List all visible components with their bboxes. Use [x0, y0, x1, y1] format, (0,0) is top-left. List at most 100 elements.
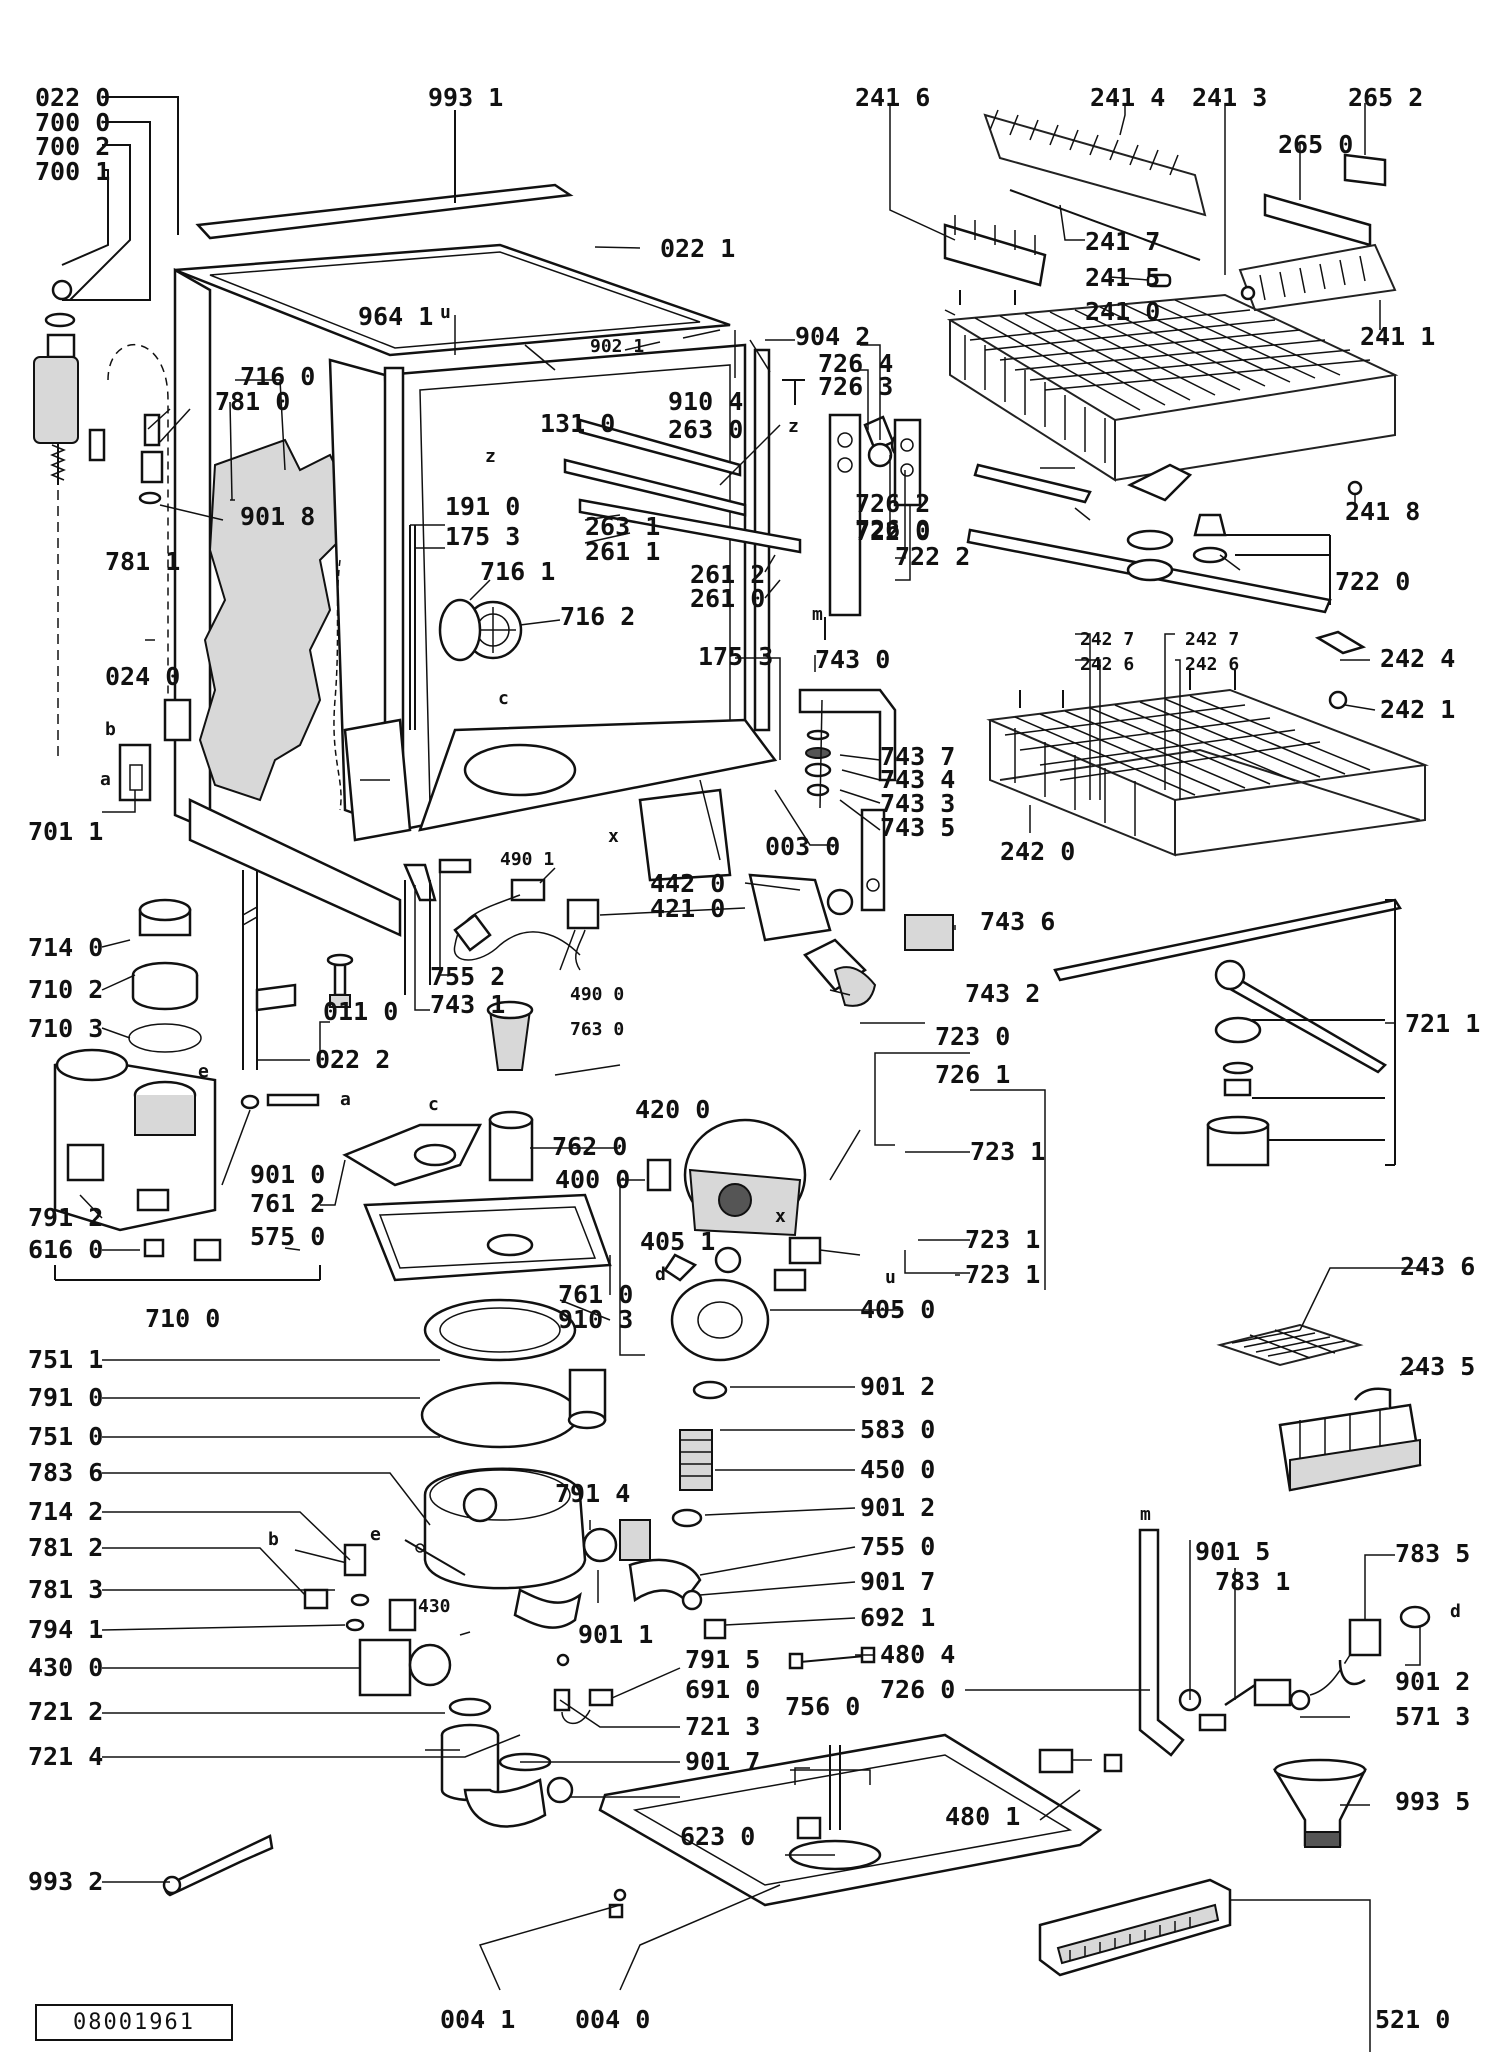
- spanner-tool: [162, 1834, 274, 1897]
- label-781-2: 781 2: [28, 1533, 103, 1562]
- label-d-right: d: [1450, 1601, 1461, 1622]
- label-a-mid: a: [340, 1089, 351, 1110]
- drain-hose-assembly: [1138, 1528, 1431, 1848]
- label-405-1: 405 1: [640, 1227, 715, 1256]
- label-u-top: u: [440, 302, 451, 323]
- label-781-0: 781 0: [215, 387, 290, 416]
- label-791-4: 791 4: [555, 1479, 630, 1508]
- label-b-bottom: b: [268, 1529, 279, 1550]
- label-421-0: 421 0: [650, 894, 725, 923]
- label-743-6: 743 6: [980, 907, 1055, 936]
- label-700-2: 700 2: [35, 132, 110, 161]
- label-993-1: 993 1: [428, 83, 503, 112]
- label-521-0: 521 0: [1375, 2005, 1450, 2034]
- label-761-0: 761 0: [558, 1280, 633, 1309]
- label-723-0: 723 0: [935, 1022, 1010, 1051]
- label-242-4: 242 4: [1380, 644, 1455, 673]
- label-783-1: 783 1: [1215, 1567, 1290, 1596]
- label-u-mid: u: [885, 1267, 896, 1288]
- label-716-1: 716 1: [480, 557, 555, 586]
- label-442-0: 442 0: [650, 869, 725, 898]
- label-993-2: 993 2: [28, 1867, 103, 1896]
- label-743-2: 743 2: [965, 979, 1040, 1008]
- label-743-5: 743 5: [880, 813, 955, 842]
- label-710-0: 710 0: [145, 1304, 220, 1333]
- level-switch-wiring: [453, 878, 600, 971]
- label-723-1-b: 723 1: [965, 1225, 1040, 1254]
- label-241-8: 241 8: [1345, 497, 1420, 526]
- label-755-2: 755 2: [430, 962, 505, 991]
- label-m: m: [1140, 1504, 1151, 1525]
- label-743-3: 743 3: [880, 789, 955, 818]
- label-722-0-left: 722 0: [855, 517, 930, 546]
- label-z: z: [485, 446, 496, 467]
- label-022-1: 022 1: [660, 234, 735, 263]
- label-901-5: 901 5: [1195, 1537, 1270, 1566]
- label-480-4: 480 4: [880, 1640, 955, 1669]
- label-265-0: 265 0: [1278, 130, 1353, 159]
- label-022-2: 022 2: [315, 1045, 390, 1074]
- label-a-top: a: [100, 769, 111, 790]
- label-791-2: 791 2: [28, 1203, 103, 1232]
- label-901-7-a: 901 7: [860, 1567, 935, 1596]
- label-242-0: 242 0: [1000, 837, 1075, 866]
- label-726-0-top: 726 0: [855, 515, 930, 544]
- label-x-top: x: [608, 826, 619, 847]
- rinse-aid-dispenser: [748, 688, 954, 1007]
- label-721-4: 721 4: [28, 1742, 103, 1771]
- label-x-mid: x: [775, 1206, 786, 1227]
- label-242-7-right: 242 7: [1185, 629, 1239, 650]
- label-783-5: 783 5: [1395, 1539, 1470, 1568]
- label-700-0: 700 0: [35, 108, 110, 137]
- label-692-1: 692 1: [860, 1603, 935, 1632]
- label-583-0: 583 0: [860, 1415, 935, 1444]
- label-450-0: 450 0: [860, 1455, 935, 1484]
- label-480-1: 480 1: [945, 1802, 1020, 1831]
- label-901-0: 901 0: [250, 1160, 325, 1189]
- cutlery-baskets: [1216, 1323, 1422, 1492]
- label-261-0: 261 0: [690, 584, 765, 613]
- leader-lines: [79, 103, 1425, 2052]
- label-910-4: 910 4: [668, 387, 743, 416]
- label-265-2: 265 2: [1348, 83, 1423, 112]
- label-701-1: 701 1: [28, 817, 103, 846]
- label-722-0-right: 722 0: [1335, 567, 1410, 596]
- label-242-6-left: 242 6: [1080, 654, 1134, 675]
- label-756-0: 756 0: [785, 1692, 860, 1721]
- label-763-0: 763 0: [570, 1019, 624, 1040]
- label-575-0: 575 0: [250, 1222, 325, 1251]
- label-e-top: e: [198, 1061, 209, 1082]
- label-241-0: 241 0: [1085, 297, 1160, 326]
- label-791-0: 791 0: [28, 1383, 103, 1412]
- lower-spray-arm: [1053, 898, 1403, 1167]
- drain-pump-group: [294, 1000, 876, 1828]
- label-791-5: 791 5: [685, 1645, 760, 1674]
- label-700-1: 700 1: [35, 157, 110, 186]
- label-710-3: 710 3: [28, 1014, 103, 1043]
- label-794-1: 794 1: [28, 1615, 103, 1644]
- label-710-2: 710 2: [28, 975, 103, 1004]
- label-901-2-a: 901 2: [860, 1372, 935, 1401]
- cross-bar: [242, 870, 297, 1070]
- label-904-2: 904 2: [795, 322, 870, 351]
- label-241-4: 241 4: [1090, 83, 1165, 112]
- label-263-0: 263 0: [668, 415, 743, 444]
- label-241-6: 241 6: [855, 83, 930, 112]
- label-762-0: 762 0: [552, 1132, 627, 1161]
- lower-basket: [986, 630, 1429, 857]
- label-901-7-b: 901 7: [685, 1747, 760, 1776]
- label-726-0: 726 0: [880, 1675, 955, 1704]
- label-721-3: 721 3: [685, 1712, 760, 1741]
- label-902-1: 902 1: [590, 336, 644, 357]
- label-024-0: 024 0: [105, 662, 180, 691]
- reference-code-box: 08001961: [35, 2004, 233, 2041]
- label-783-6: 783 6: [28, 1458, 103, 1487]
- label-743-1: 743 1: [430, 990, 505, 1019]
- part-labels: 022 0 700 0 700 2 700 1 993 1 022 1 241 …: [28, 83, 1480, 2034]
- label-726-3: 726 3: [818, 372, 893, 401]
- label-714-0: 714 0: [28, 933, 103, 962]
- label-723-1-a: 723 1: [970, 1137, 1045, 1166]
- label-405-0: 405 0: [860, 1295, 935, 1324]
